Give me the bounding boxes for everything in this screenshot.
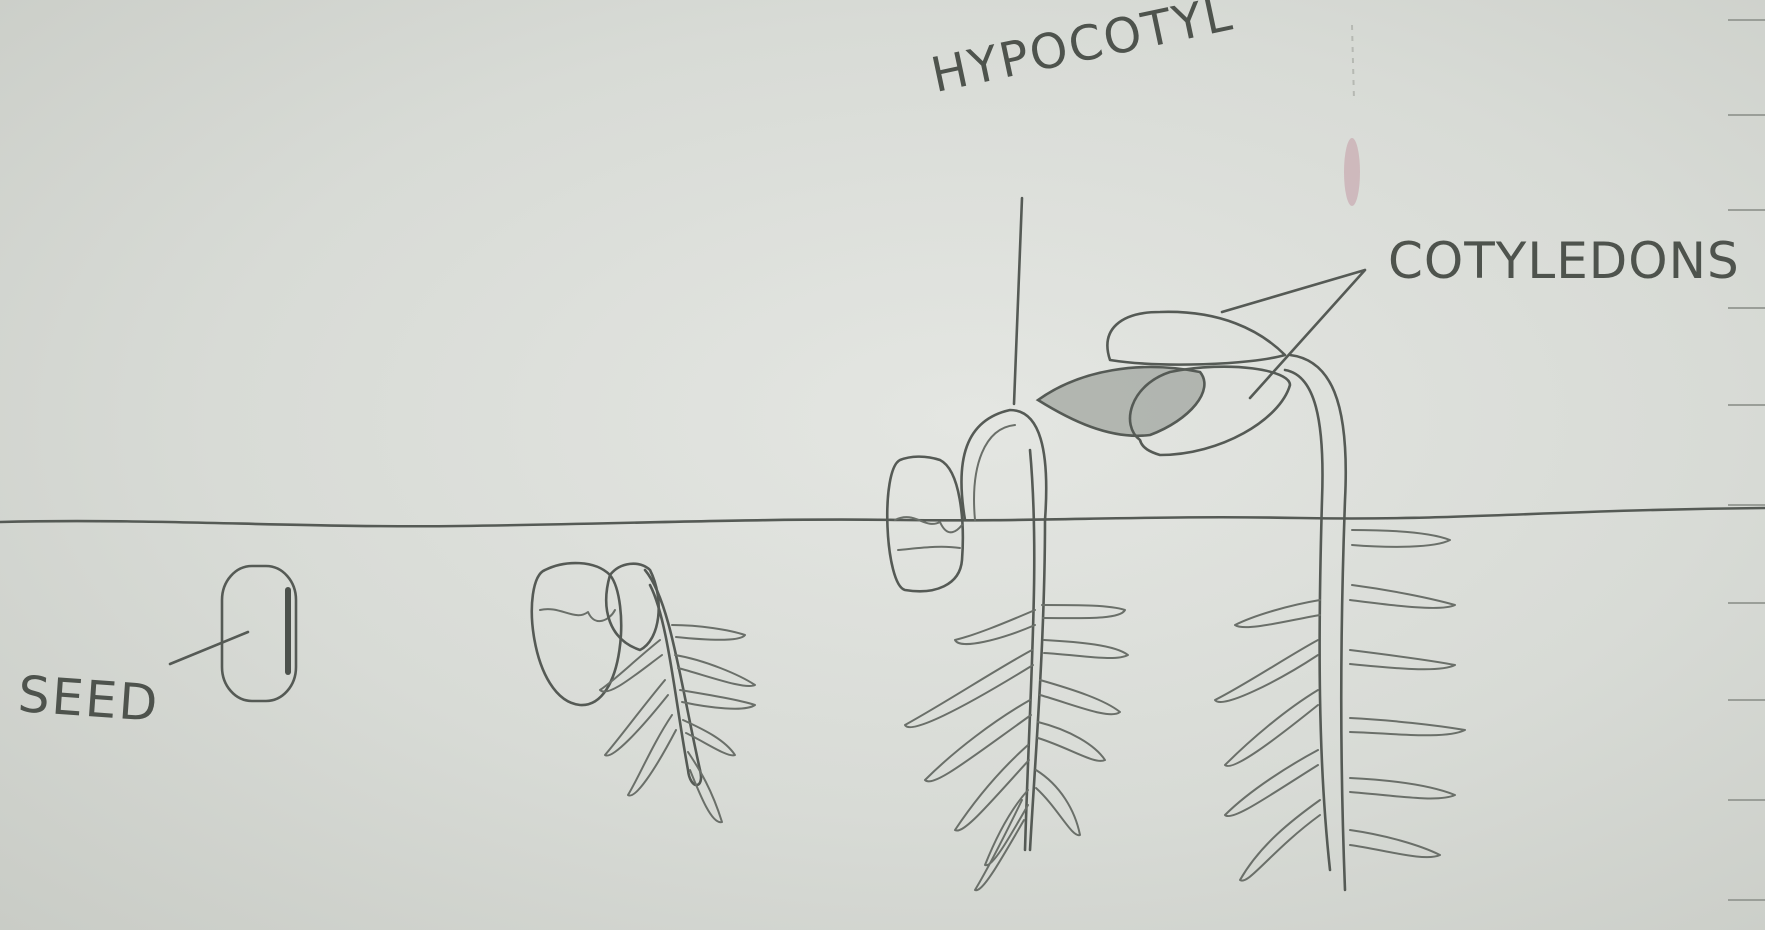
cotyledon-pointer-lines <box>1222 270 1365 398</box>
ruled-line-ticks <box>1728 20 1765 900</box>
stage-2-root-hairs <box>600 625 755 822</box>
stage-4-stem <box>1285 355 1346 890</box>
seed <box>222 566 296 701</box>
hypocotyl-pointer-line <box>1014 198 1022 404</box>
stage-1-seed <box>170 566 296 701</box>
stage-3-hypocotyl <box>887 198 1128 890</box>
pink-smudge <box>1344 138 1360 206</box>
stage-2-radicle <box>532 563 755 822</box>
ground-line <box>0 508 1765 526</box>
cotyledons-label: COTYLEDONS <box>1388 232 1740 290</box>
faint-vertical-mark <box>1352 25 1354 100</box>
cotyledon-upper <box>1107 312 1285 365</box>
cotyledon-shaded <box>1038 367 1204 436</box>
stage-4-root-hairs <box>1215 530 1465 881</box>
seed-pointer-line <box>170 632 248 664</box>
radicle <box>645 570 701 785</box>
seed-label: SEED <box>16 665 161 733</box>
stage-3-root-hairs <box>905 605 1128 890</box>
stage-4-seedling <box>1038 270 1465 890</box>
seed-coat-shed <box>887 457 963 592</box>
